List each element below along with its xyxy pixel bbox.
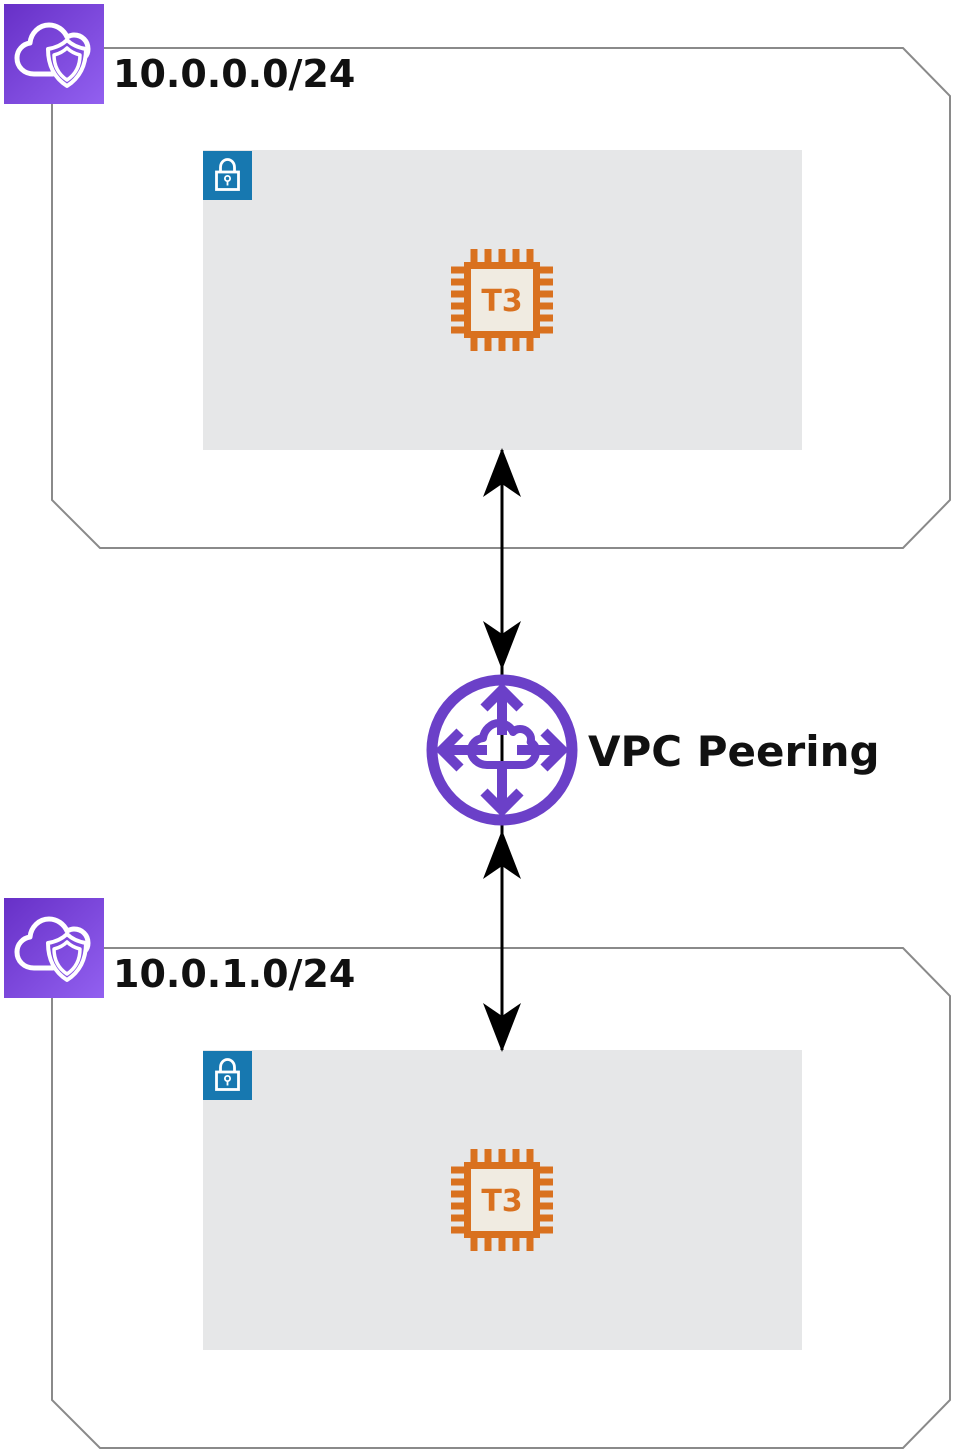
vpc1-border-octagon: [51, 47, 951, 549]
vpc2-private-subnet-lock-icon: [203, 1051, 252, 1100]
vpc1-instance-label: T3: [481, 284, 522, 319]
vpc2-vpc-cloud-shield-icon: [4, 898, 104, 998]
vpc-peering-label: VPC Peering: [588, 727, 880, 776]
vpc1-vpc-cloud-shield-icon: [4, 4, 104, 104]
vpc1-private-subnet-lock-icon: [203, 151, 252, 200]
arrowhead-down-to-vpc2-icon: [483, 1003, 521, 1052]
vpc2-cidr-label: 10.0.1.0/24: [113, 952, 356, 996]
vpc-peering-arrows-cloud-icon: [426, 674, 578, 826]
vpc1-cidr-label: 10.0.0.0/24: [113, 52, 356, 96]
arrowhead-up-to-peering-icon: [483, 830, 521, 879]
vpc2-border-octagon: [51, 947, 951, 1449]
vpc2-ec2-t3-chip-icon: T3: [451, 1149, 553, 1251]
vpc1-ec2-t3-chip-icon: T3: [451, 249, 553, 351]
arrowhead-up-to-vpc1-icon: [483, 448, 521, 497]
arrowhead-down-to-peering-icon: [483, 621, 521, 670]
vpc2-instance-label: T3: [481, 1184, 522, 1219]
